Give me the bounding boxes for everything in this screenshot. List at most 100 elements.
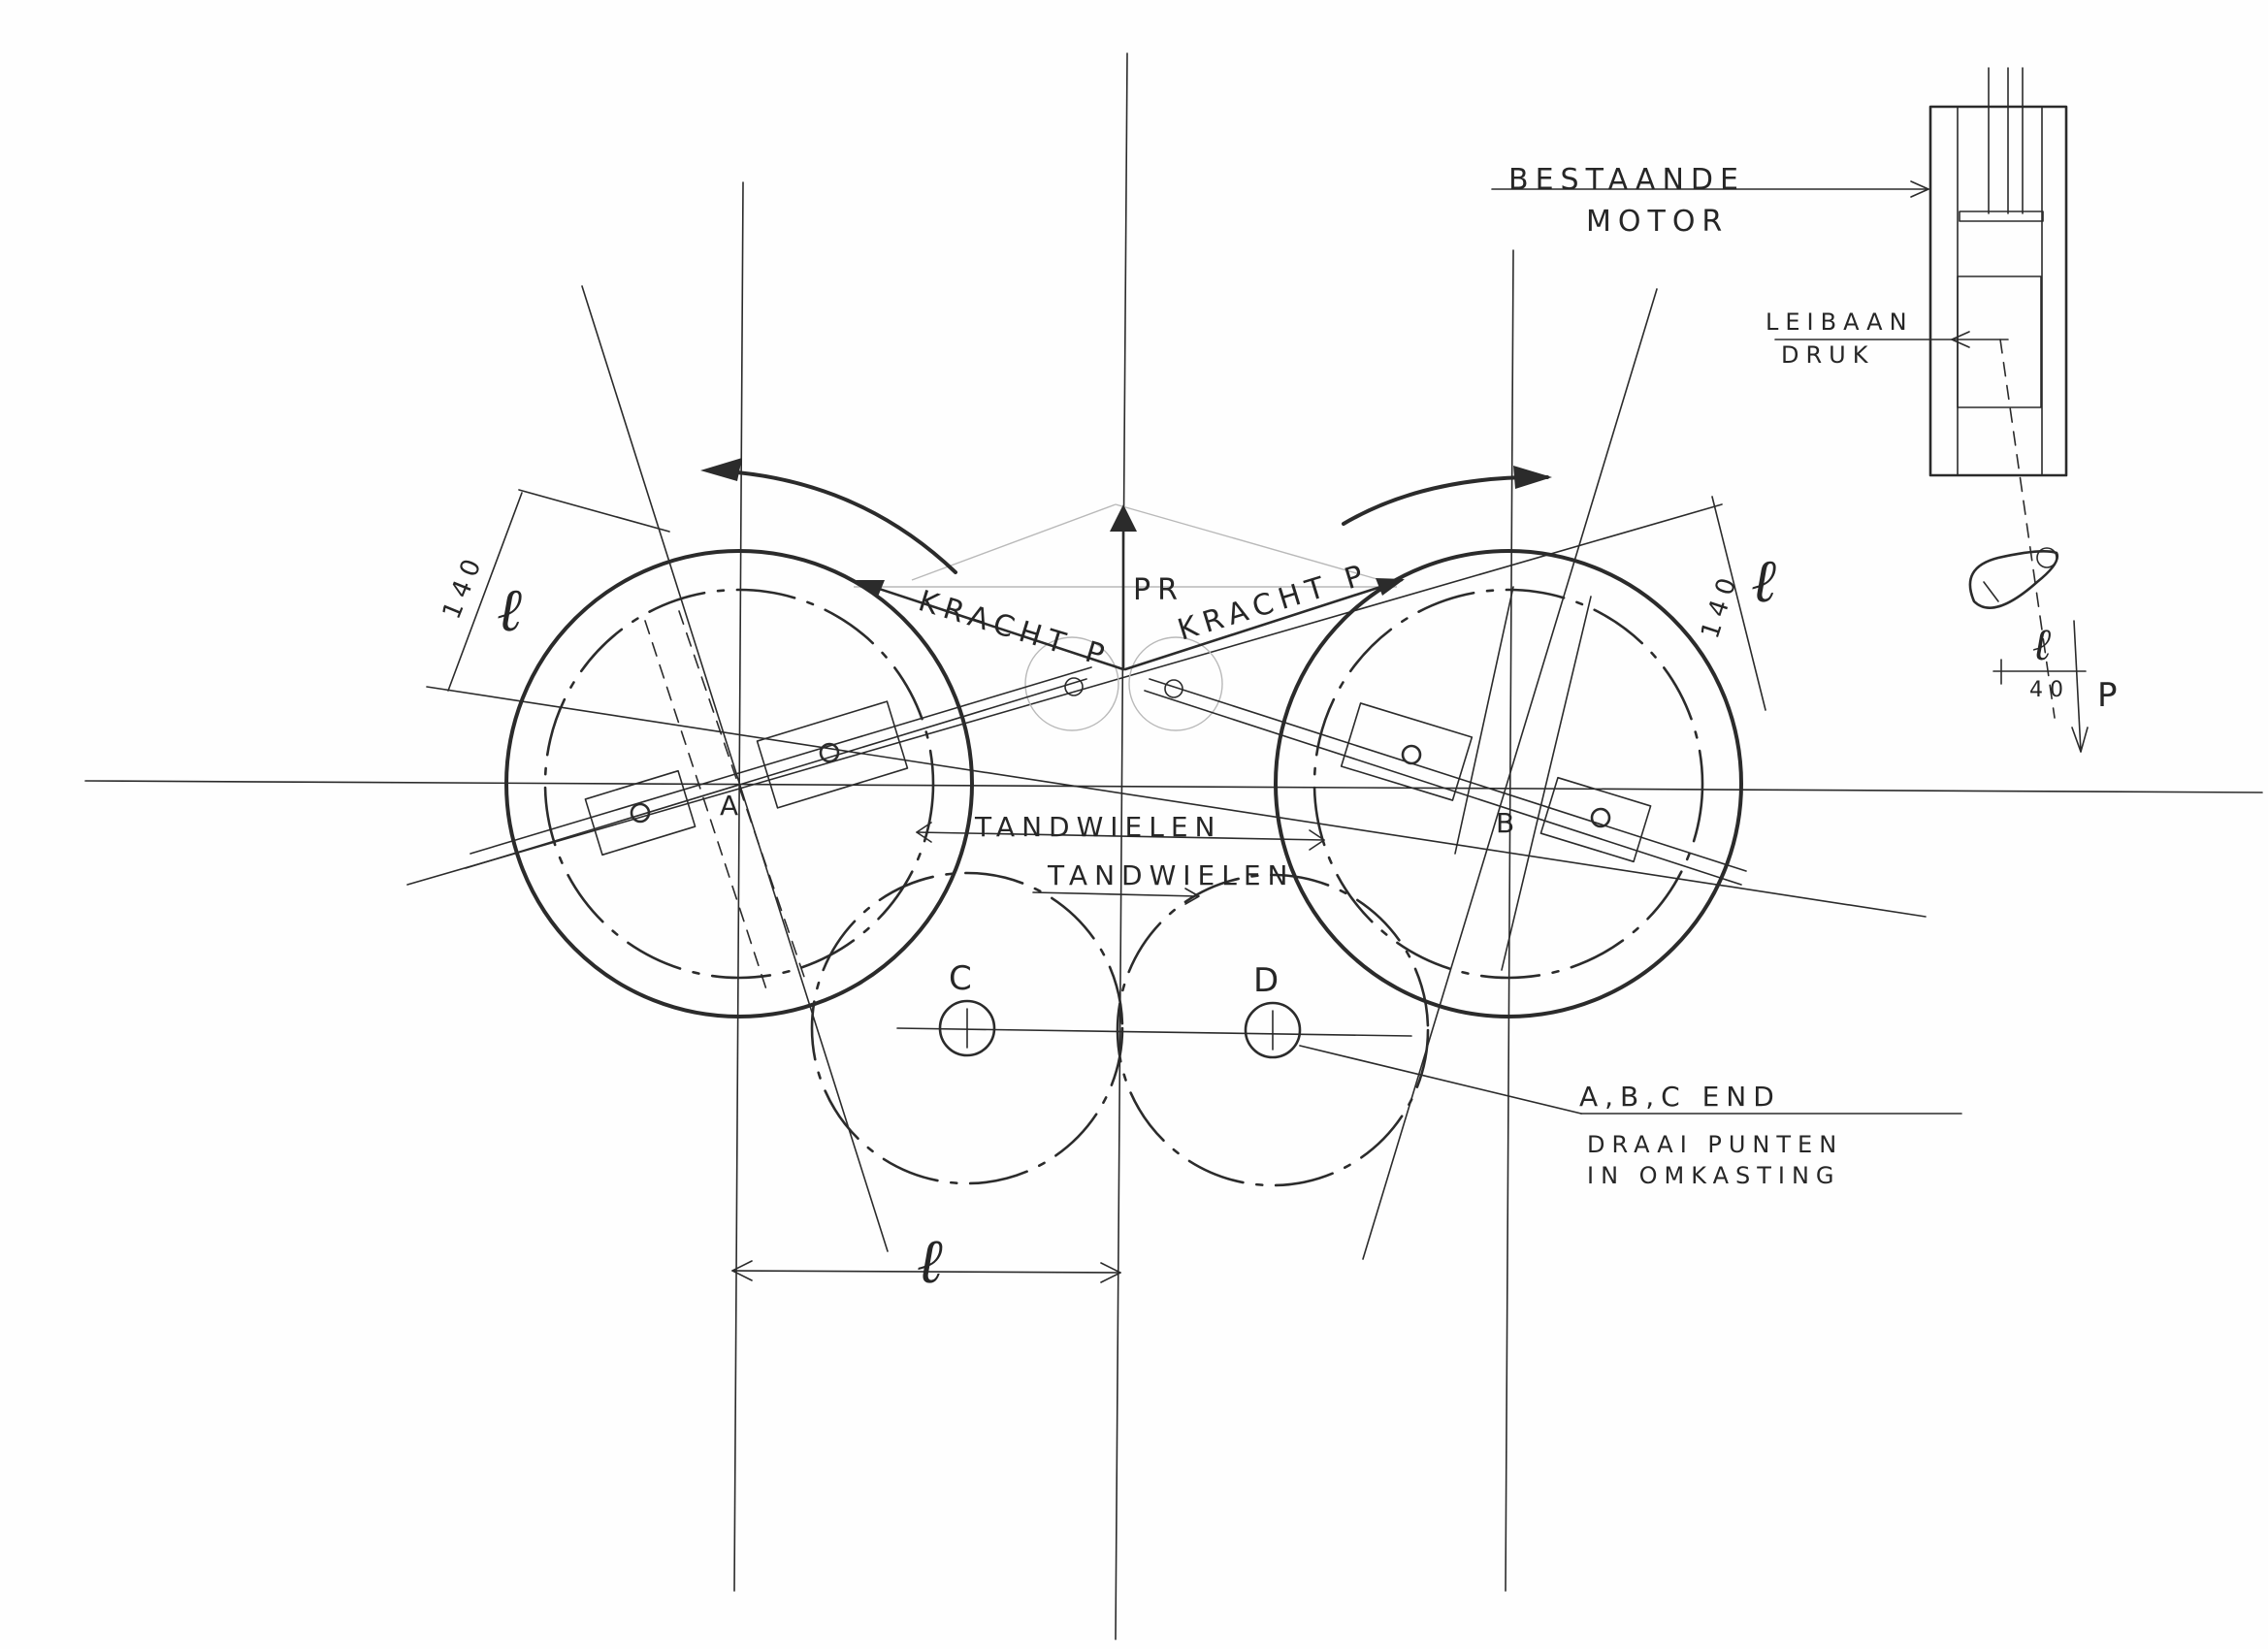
dimension-140-left-label: 140 bbox=[437, 549, 490, 624]
force-pin-right bbox=[1164, 679, 1183, 698]
vertical-center-axis bbox=[1115, 52, 1128, 1640]
dimension-140-right-label: 140 bbox=[1696, 568, 1744, 642]
rotation-arrowhead-left bbox=[700, 458, 742, 481]
gear-c-pitch-circle bbox=[810, 871, 1124, 1185]
wheel-b-pitch-circle bbox=[1312, 588, 1704, 980]
horizontal-center-axis bbox=[84, 780, 2263, 793]
wheel-a-arm-edge-1 bbox=[465, 678, 1087, 869]
tandwielen-lower-arrowhead bbox=[1184, 888, 1200, 905]
wheel-b-pin-2 bbox=[1590, 807, 1611, 828]
pivots-note-line2: DRAAI PUNTEN bbox=[1587, 1131, 1843, 1158]
wheel-b-guide-2 bbox=[1454, 586, 1514, 855]
gear-c: C bbox=[810, 871, 1124, 1185]
wheel-b-pin-1 bbox=[1401, 744, 1422, 765]
faint-circle-right bbox=[1128, 636, 1223, 731]
dimension-140-left: 140 ℓ bbox=[437, 489, 670, 692]
force-p-detail-label: P bbox=[2097, 676, 2124, 715]
rotation-arrows bbox=[700, 458, 1552, 574]
force-vectors: KRACHT P KRACHT P PR bbox=[856, 504, 1405, 698]
dimension-l-left-label: ℓ bbox=[497, 574, 522, 645]
wheel-b-arm-edge-1 bbox=[1149, 678, 1747, 872]
tandwielen-lower-label: TANDWIELEN bbox=[1047, 859, 1294, 891]
gear-d: D bbox=[1116, 873, 1430, 1187]
tandwielen-lower-arrow bbox=[1032, 891, 1199, 897]
crank-pivot bbox=[2036, 547, 2057, 568]
slanted-line-left bbox=[581, 285, 889, 1252]
crank-lever bbox=[1968, 550, 2059, 609]
diagonal-line-lower bbox=[426, 686, 1927, 918]
guide-pressure-line2: DRUK bbox=[1781, 341, 1874, 369]
wheel-b-slider-block-2 bbox=[1539, 776, 1652, 863]
faint-guide-line-3 bbox=[911, 503, 1117, 581]
wheel-a-arm-edge-2 bbox=[470, 666, 1092, 855]
gear-d-pitch-circle bbox=[1116, 873, 1430, 1187]
wheel-a-slider-block-1 bbox=[584, 769, 697, 857]
dimension-l-right-label: ℓ bbox=[1751, 545, 1776, 616]
wheel-a-pin-2 bbox=[819, 742, 840, 763]
motor-label-line1: BESTAANDE bbox=[1508, 163, 1745, 197]
faint-guide-line-2 bbox=[1115, 503, 1388, 583]
dimension-l-arrowhead-right bbox=[1100, 1262, 1121, 1283]
guide-pressure-line1: LEIBAAN bbox=[1766, 308, 1914, 336]
gear-d-hub bbox=[1244, 1001, 1302, 1059]
construction-lines bbox=[84, 52, 2263, 1640]
guide-slot bbox=[1957, 275, 2042, 408]
dimension-140-right: 140 ℓ bbox=[1696, 496, 1776, 711]
force-p-right-arrowhead bbox=[1376, 578, 1405, 596]
crank-mark bbox=[1983, 581, 1999, 602]
slanted-line-right bbox=[1362, 288, 1658, 1260]
horizontal-axis-cd bbox=[896, 1027, 1412, 1037]
wheel-a-dashed-guide-1 bbox=[644, 620, 767, 990]
motor-housing bbox=[1928, 105, 2068, 477]
wheel-b-slider-block-1 bbox=[1340, 702, 1474, 801]
pivot-a-label: A bbox=[720, 790, 745, 822]
force-p-left-line bbox=[857, 580, 1125, 671]
pivots-note: A,B,C END DRAAI PUNTEN IN OMKASTING bbox=[1299, 1045, 1962, 1189]
force-p-detail-arrow bbox=[2073, 620, 2082, 753]
tandwielen-upper-arrowhead-right bbox=[1309, 829, 1325, 851]
gear-labels: TANDWIELEN TANDWIELEN bbox=[916, 811, 1325, 905]
vertical-axis-b bbox=[1505, 249, 1514, 1592]
vertical-axis-a bbox=[733, 181, 744, 1592]
force-pin-left bbox=[1064, 677, 1084, 696]
pivots-note-line3: IN OMKASTING bbox=[1587, 1162, 1841, 1189]
motor-label-line2: MOTOR bbox=[1586, 205, 1729, 239]
diagonal-line-upper bbox=[406, 503, 1723, 886]
dimension-140-left-line bbox=[447, 492, 523, 692]
crank-dim-40-label: 40 bbox=[2029, 678, 2070, 702]
dimension-l-arrowhead-left bbox=[731, 1260, 753, 1281]
pivots-note-line1: A,B,C END bbox=[1579, 1081, 1781, 1113]
wheel-a-slider-block-2 bbox=[756, 700, 909, 809]
tandwielen-upper-arrowhead-left bbox=[916, 822, 932, 843]
pivots-note-leader bbox=[1299, 1045, 1582, 1115]
resultant-force-arrowhead bbox=[1110, 504, 1137, 532]
crank-dashed-line bbox=[1999, 339, 2056, 719]
wheel-a-dashed-guide-2 bbox=[678, 610, 806, 981]
force-p-right-line bbox=[1123, 578, 1404, 671]
wheel-a-pin-1 bbox=[630, 802, 651, 824]
force-p-detail-arrowhead bbox=[2071, 727, 2089, 753]
faint-circle-left bbox=[1024, 636, 1119, 731]
rotation-arc-left bbox=[706, 469, 957, 574]
dimension-l-line bbox=[731, 1270, 1121, 1274]
wheel-b-arm-edge-2 bbox=[1144, 690, 1742, 886]
wheel-b: B bbox=[1144, 549, 1747, 1018]
force-label-left: KRACHT P bbox=[915, 584, 1115, 674]
motor-cap-plate bbox=[1959, 210, 2044, 222]
gear-c-hub bbox=[938, 999, 996, 1057]
dimension-140-left-extension bbox=[518, 489, 670, 533]
pivot-d-label: D bbox=[1253, 961, 1285, 1000]
dimension-l-bottom: ℓ bbox=[731, 1226, 1121, 1298]
motor-pointer-arrowhead bbox=[1910, 180, 1929, 198]
wheel-a: A bbox=[465, 549, 1092, 1018]
crank-length-label: ℓ bbox=[2032, 618, 2052, 670]
rotation-arrowhead-right bbox=[1513, 466, 1552, 489]
dimension-140-right-line bbox=[1711, 496, 1766, 711]
force-p-left-arrowhead bbox=[856, 580, 885, 597]
guide-pressure-arrowhead bbox=[1951, 331, 1970, 348]
wheel-b-guide-1 bbox=[1501, 596, 1592, 971]
tandwielen-upper-arrow bbox=[916, 831, 1325, 841]
tandwielen-upper-label: TANDWIELEN bbox=[974, 811, 1221, 843]
